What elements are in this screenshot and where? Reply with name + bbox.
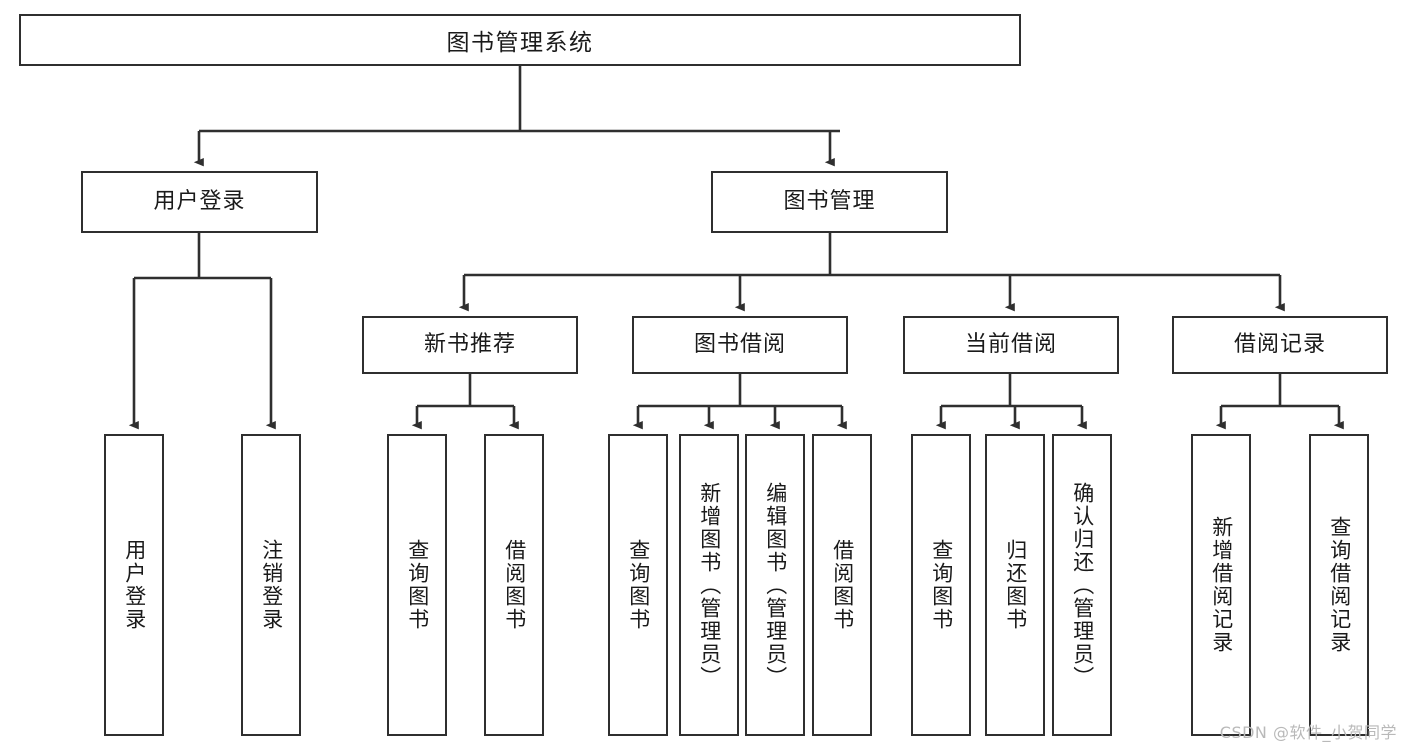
leaf-label: 确认归还（管理员）	[1070, 481, 1095, 689]
leaf-add-borrow-record[interactable]: 新增借阅记录	[1191, 434, 1251, 736]
leaf-label: 查询图书	[929, 539, 954, 631]
leaf-label: 借阅图书	[830, 539, 855, 631]
leaf-label: 新增借阅记录	[1209, 516, 1234, 654]
node-root-label: 图书管理系统	[446, 30, 594, 56]
leaf-logout[interactable]: 注销登录	[241, 434, 301, 736]
node-new-book-recommend-label: 新书推荐	[423, 331, 516, 357]
node-current-borrow[interactable]: 当前借阅	[903, 316, 1119, 374]
leaf-label: 归还图书	[1003, 539, 1028, 631]
leaf-borrow-book[interactable]: 借阅图书	[812, 434, 872, 736]
leaf-label: 编辑图书（管理员）	[763, 481, 788, 689]
node-root[interactable]: 图书管理系统	[19, 14, 1021, 66]
leaf-confirm-return-admin[interactable]: 确认归还（管理员）	[1052, 434, 1112, 736]
leaf-query-book-current[interactable]: 查询图书	[911, 434, 971, 736]
leaf-label: 查询借阅记录	[1327, 516, 1352, 654]
leaf-borrow-book-recommend[interactable]: 借阅图书	[484, 434, 544, 736]
leaf-user-login[interactable]: 用户登录	[104, 434, 164, 736]
node-borrow-record[interactable]: 借阅记录	[1172, 316, 1388, 374]
leaf-label: 查询图书	[405, 539, 430, 631]
leaf-add-book-admin[interactable]: 新增图书（管理员）	[679, 434, 739, 736]
leaf-query-book-borrow[interactable]: 查询图书	[608, 434, 668, 736]
leaf-label: 用户登录	[122, 539, 147, 631]
node-user-login[interactable]: 用户登录	[81, 171, 318, 233]
node-book-management-label: 图书管理	[783, 188, 876, 214]
leaf-query-borrow-record[interactable]: 查询借阅记录	[1309, 434, 1369, 736]
leaf-label: 借阅图书	[502, 539, 527, 631]
node-current-borrow-label: 当前借阅	[964, 331, 1057, 357]
node-new-book-recommend[interactable]: 新书推荐	[362, 316, 578, 374]
node-book-borrow-label: 图书借阅	[693, 331, 786, 357]
leaf-return-book[interactable]: 归还图书	[985, 434, 1045, 736]
leaf-query-book-recommend[interactable]: 查询图书	[387, 434, 447, 736]
node-book-management[interactable]: 图书管理	[711, 171, 948, 233]
leaf-label: 查询图书	[626, 539, 651, 631]
node-user-login-label: 用户登录	[153, 188, 246, 214]
node-book-borrow[interactable]: 图书借阅	[632, 316, 848, 374]
leaf-label: 注销登录	[259, 539, 284, 631]
leaf-edit-book-admin[interactable]: 编辑图书（管理员）	[745, 434, 805, 736]
leaf-label: 新增图书（管理员）	[697, 481, 722, 689]
watermark-text: CSDN @软件_小贺同学	[1219, 723, 1397, 742]
node-borrow-record-label: 借阅记录	[1233, 331, 1326, 357]
